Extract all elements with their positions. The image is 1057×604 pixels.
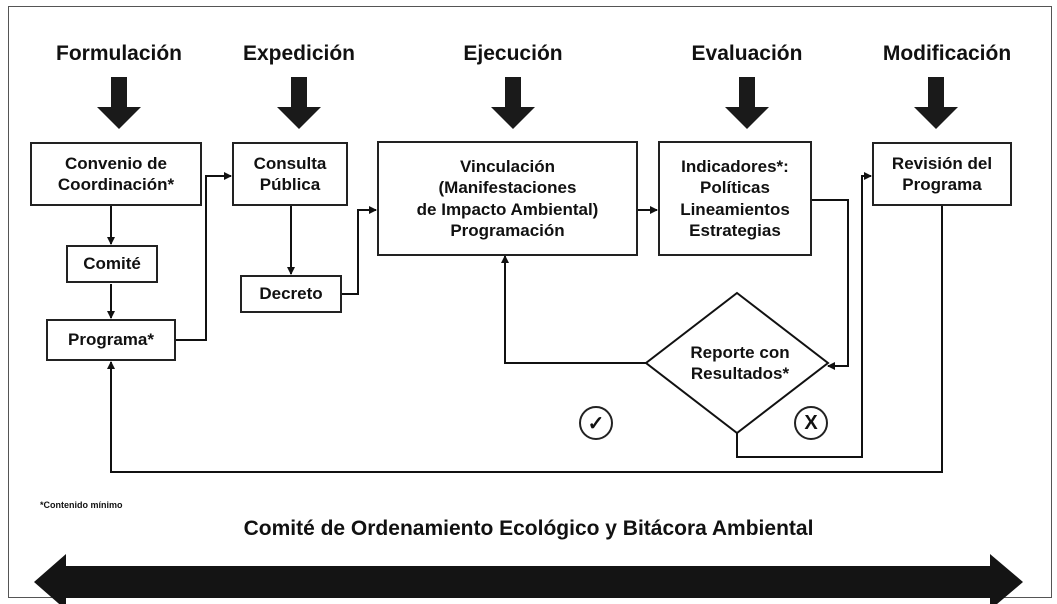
box-indicadores: Indicadores*: Políticas Lineamientos Est… xyxy=(658,141,812,256)
committee-double-arrow xyxy=(34,554,1023,604)
check-icon: ✓ xyxy=(579,406,613,440)
box-comite: Comité xyxy=(66,245,158,283)
phase-expedicion: Expedición xyxy=(242,42,356,65)
box-programa: Programa* xyxy=(46,319,176,361)
phase-ejecucion: Ejecución xyxy=(463,42,563,65)
arrow-programa-consulta xyxy=(176,172,232,341)
box-vinculacion: Vinculación (Manifestaciones de Impacto … xyxy=(377,141,638,256)
footnote: *Contenido mínimo xyxy=(40,500,123,510)
x-icon: X xyxy=(794,406,828,440)
phase-arrow-modificacion xyxy=(914,77,958,129)
committee-banner: Comité de Ordenamiento Ecológico y Bitác… xyxy=(243,517,814,540)
decision-label: Reporte con Resultados* xyxy=(690,343,790,384)
arrow-reporte-vinculacion xyxy=(501,255,646,364)
phase-evaluacion: Evaluación xyxy=(691,42,803,65)
arrow-decreto-vinculacion xyxy=(342,206,377,295)
arrow-revision-programa xyxy=(107,206,943,473)
phase-modificacion: Modificación xyxy=(882,42,1012,65)
phase-arrow-formulacion xyxy=(97,77,141,129)
phase-arrow-evaluacion xyxy=(725,77,769,129)
box-consulta: Consulta Pública xyxy=(232,142,348,206)
box-decreto: Decreto xyxy=(240,275,342,313)
phase-arrow-expedicion xyxy=(277,77,321,129)
decision-diamond xyxy=(644,291,830,435)
box-convenio: Convenio de Coordinación* xyxy=(30,142,202,206)
box-revision: Revisión del Programa xyxy=(872,142,1012,206)
phase-formulacion: Formulación xyxy=(55,42,183,65)
arrow-reporte-revision xyxy=(736,172,872,458)
arrow-indicadores-reporte xyxy=(812,199,849,370)
phase-arrow-ejecucion xyxy=(491,77,535,129)
